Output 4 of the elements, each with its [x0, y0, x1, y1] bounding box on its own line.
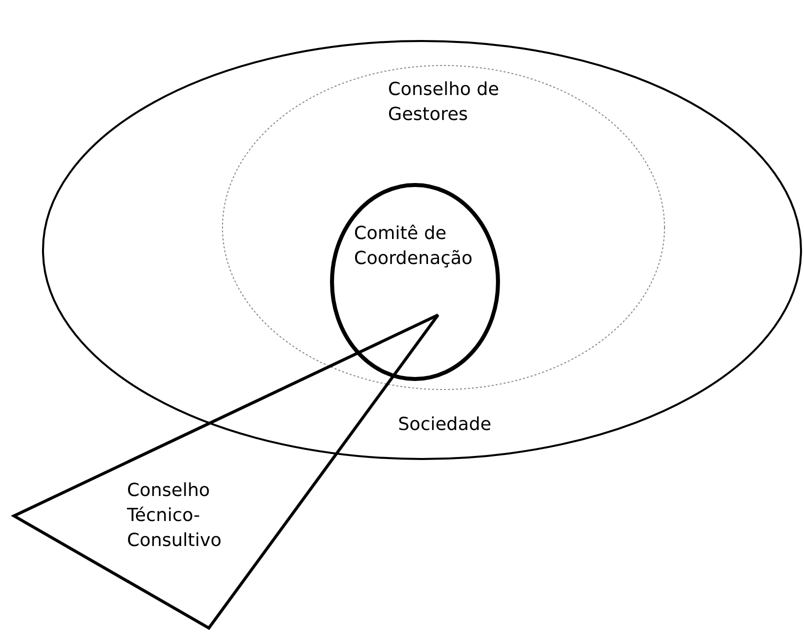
node-label: Comitê de Coordenação [354, 222, 474, 271]
node-label: Conselho Técnico-Consultivo [127, 479, 222, 553]
node-label: Sociedade [398, 413, 492, 437]
node-label: Conselho de Gestores [388, 78, 500, 127]
